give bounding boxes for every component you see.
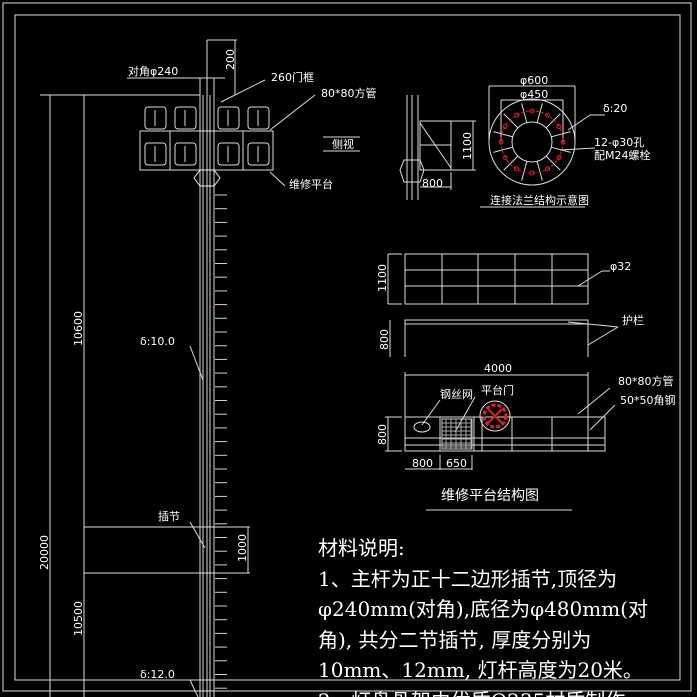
pole-steps (215, 194, 227, 689)
flange-rib (545, 155, 561, 171)
notes-line: 2、灯盘骨架由优质Q235材质制作 (318, 686, 688, 697)
flange-rib (521, 103, 528, 123)
flange-rib (551, 131, 571, 138)
floodlight (144, 142, 167, 166)
bolt-hole (529, 170, 535, 176)
notes-line: 10mm、12mm, 灯杆高度为20米。 (318, 658, 643, 682)
floodlight (144, 106, 167, 130)
angle-steel-label: 50*50角钢 (620, 394, 676, 407)
floodlight (174, 106, 197, 130)
floodlight (247, 106, 270, 130)
flange-title: 连接法兰结构示意图 (490, 193, 589, 207)
bolt-hole (556, 124, 562, 129)
side-view-label: 侧视 (332, 137, 354, 151)
notes-line: 1、主杆为正十二边形插节,顶径为 (318, 566, 618, 591)
side-view-arrow (323, 136, 360, 152)
floodlight (217, 142, 240, 166)
floodlight (247, 142, 270, 166)
flange-rib (536, 103, 543, 123)
platform-seg1-dim: 800 (412, 457, 433, 470)
side-view-drawing (399, 95, 476, 200)
lamp-cluster (139, 79, 316, 187)
side-height-dim: 1100 (461, 132, 474, 160)
floodlight (217, 106, 240, 130)
thickness-lower-label: δ:12.0 (140, 668, 175, 681)
notes-heading: 材料说明: (318, 536, 405, 560)
bolt-hole (502, 155, 508, 160)
rail-height-dim: 1100 (376, 264, 389, 292)
bolt-hole (556, 155, 562, 160)
splice-dim: 1000 (236, 534, 249, 562)
bolt-hole (514, 112, 519, 118)
rail-pipe-label: φ32 (610, 260, 631, 273)
bolt-hole (498, 139, 504, 145)
platform-seg2-dim: 650 (446, 457, 467, 470)
mesh-label: 钢丝网 (440, 388, 473, 401)
upper-section-dim: 10600 (72, 311, 85, 346)
floodlight (174, 142, 197, 166)
flange-holes-line2: 配M24螺栓 (594, 148, 651, 162)
flange-outer-dia: φ600 (520, 74, 548, 87)
bolt-hole (545, 166, 550, 172)
square-tube-label: 80*80方管 (321, 86, 377, 100)
flange-drawing (480, 85, 605, 208)
bolt-hole (545, 112, 550, 118)
guardrail-label: 护栏 (622, 313, 644, 327)
notes-line: 角), 共分二节插节, 厚度分别为 (318, 627, 592, 652)
platform-square-tube-label: 80*80方管 (618, 374, 674, 388)
bolt-hole (560, 139, 566, 145)
splice-label: 插节 (158, 509, 180, 523)
flange-rib (503, 113, 519, 129)
bolt-hole (502, 124, 508, 129)
platform-title: 维修平台结构图 (441, 488, 539, 504)
flange-rib (493, 131, 513, 138)
pole (199, 40, 215, 697)
platform-length-dim: 4000 (484, 362, 512, 375)
flange-rib (536, 161, 543, 181)
platform-depth-dim: 800 (376, 424, 389, 445)
flange-rib (545, 113, 561, 129)
bolt-hole (514, 166, 519, 172)
material-notes: 材料说明: 1、主杆为正十二边形插节,顶径为 φ240mm(对角),底径为φ48… (318, 533, 688, 697)
flange-rib (521, 161, 528, 181)
top-height-dim: 200 (224, 49, 237, 70)
flange-rib (503, 155, 519, 171)
flange-bolt-circle-dia: φ450 (520, 88, 548, 101)
platform-door (479, 400, 511, 432)
total-height-dim: 20000 (38, 535, 51, 570)
flange-rib (493, 146, 513, 153)
platform-label: 维修平台 (289, 177, 333, 191)
guardrail-height-dim: 800 (378, 329, 391, 350)
steel-mesh (442, 419, 472, 449)
top-dimension (40, 39, 237, 96)
flange-thickness: δ:20 (603, 102, 627, 115)
door-label: 平台门 (481, 383, 514, 397)
height-dimensions (49, 95, 250, 697)
door-frame-label: 260门框 (271, 70, 314, 84)
notes-line: φ240mm(对角),底径为φ480mm(对 (318, 597, 648, 621)
railing-elevation (387, 253, 619, 357)
flange-holes-line1: 12-φ30孔 (594, 136, 644, 149)
bolt-hole (529, 108, 535, 114)
thickness-upper-label: δ:10.0 (140, 335, 175, 348)
top-diameter-label: 对角φ240 (128, 64, 178, 78)
lower-section-dim: 10500 (72, 601, 85, 636)
side-width-dim: 800 (422, 177, 443, 190)
